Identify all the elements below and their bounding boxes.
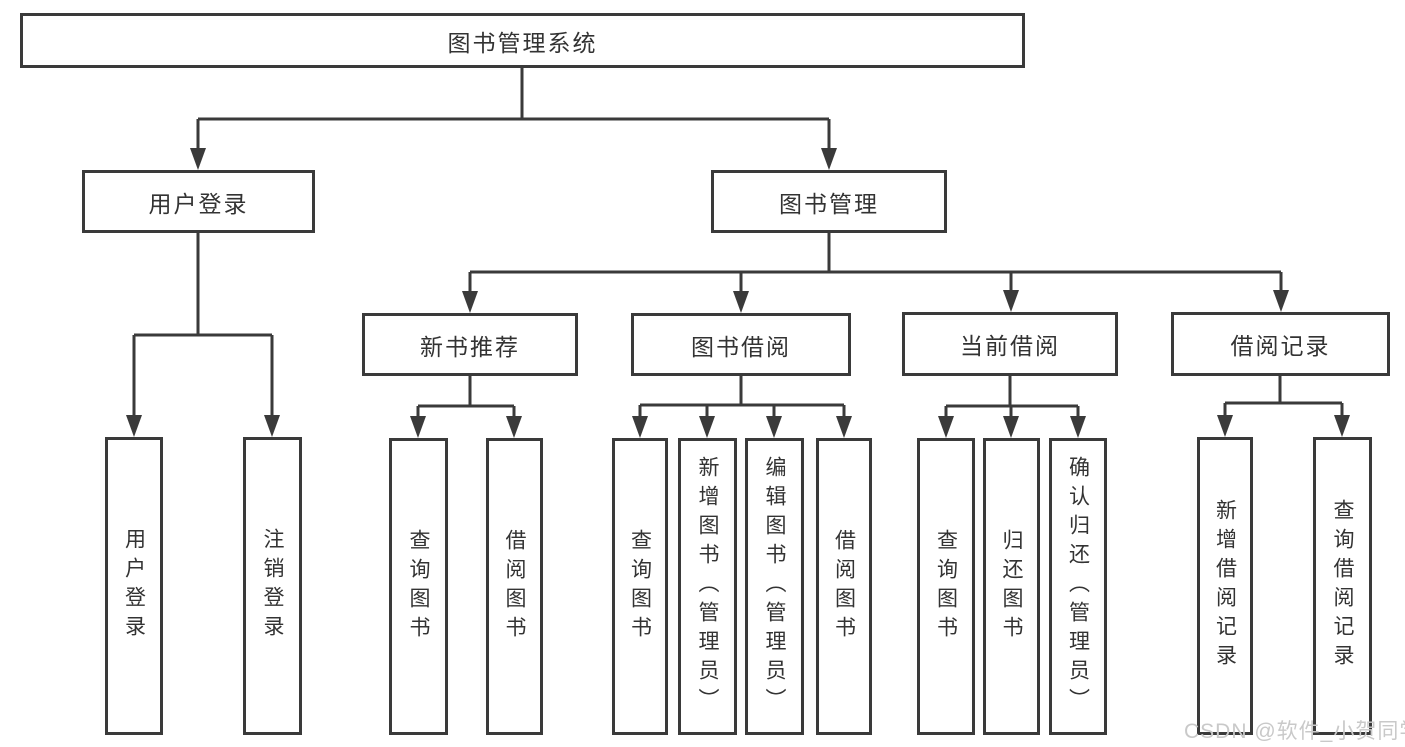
leaf-borrow-books: 借阅图书	[816, 438, 872, 735]
node-book-management: 图书管理	[711, 170, 947, 233]
leaf-logout: 注销登录	[243, 437, 302, 735]
node-current-borrow: 当前借阅	[902, 312, 1118, 376]
leaf-edit-books-admin: 编辑图书（管理员）	[745, 438, 804, 735]
node-label: 用户登录	[148, 190, 249, 217]
node-new-book-recommend: 新书推荐	[362, 313, 578, 376]
node-label: 查询图书	[407, 528, 430, 645]
node-root-system: 图书管理系统	[20, 13, 1025, 68]
node-label: 图书借阅	[691, 333, 791, 360]
node-label: 图书管理系统	[447, 29, 598, 56]
leaf-user-login: 用户登录	[105, 437, 163, 735]
node-label: 用户登录	[122, 528, 146, 644]
node-label: 借阅记录	[1230, 333, 1331, 359]
node-label: 新增图书（管理员）	[696, 456, 719, 717]
leaf-query-borrow-record: 查询借阅记录	[1313, 437, 1372, 735]
node-label: 借阅图书	[832, 528, 856, 645]
node-label: 确认归还（管理员）	[1066, 456, 1090, 717]
node-label: 查询借阅记录	[1331, 499, 1354, 673]
watermark: CSDN @软件_小贺同学	[1184, 720, 1405, 743]
leaf-confirm-return-admin: 确认归还（管理员）	[1049, 438, 1107, 735]
node-label: 查询图书	[628, 528, 652, 645]
node-label: 图书管理	[779, 190, 879, 217]
leaf-query-books-recommend: 查询图书	[389, 438, 448, 735]
node-borrow-records: 借阅记录	[1171, 312, 1390, 376]
leaf-add-borrow-record: 新增借阅记录	[1197, 437, 1253, 735]
node-label: 编辑图书（管理员）	[763, 456, 786, 717]
node-label: 新增借阅记录	[1213, 499, 1237, 673]
node-label: 查询图书	[934, 528, 958, 645]
node-label: 借阅图书	[503, 528, 526, 645]
leaf-return-books: 归还图书	[983, 438, 1040, 735]
leaf-query-books-current: 查询图书	[917, 438, 975, 735]
leaf-query-books-borrow: 查询图书	[612, 438, 668, 735]
node-label: 归还图书	[1000, 528, 1023, 645]
node-book-borrow: 图书借阅	[631, 313, 851, 376]
node-user-login: 用户登录	[82, 170, 315, 233]
leaf-borrow-books-recommend: 借阅图书	[486, 438, 543, 735]
leaf-add-books-admin: 新增图书（管理员）	[678, 438, 737, 735]
node-label: 新书推荐	[420, 333, 520, 360]
node-label: 当前借阅	[960, 333, 1060, 359]
node-label: 注销登录	[261, 528, 284, 644]
